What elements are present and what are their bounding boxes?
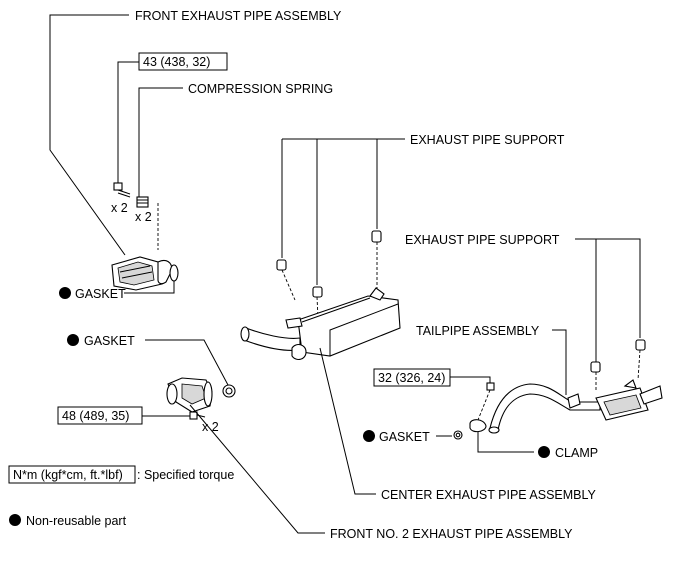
exhaust-support-tail-label: EXHAUST PIPE SUPPORT [405,233,560,247]
bolt-quantity: x 2 [111,201,128,215]
front-no2-exhaust-pipe-callout: FRONT NO. 2 EXHAUST PIPE ASSEMBLY [189,404,573,541]
gasket-tail-callout: GASKET [363,430,463,444]
legend: N*m (kgf*cm, ft.*lbf) : Specified torque… [8,465,234,528]
non-reusable-bullet-icon [538,446,550,458]
non-reusable-bullet-icon [9,514,21,526]
torque-front-value: 43 (438, 32) [143,55,210,69]
tailpipe-label: TAILPIPE ASSEMBLY [416,324,540,338]
gasket-front-label: GASKET [75,287,126,301]
exhaust-support-center-label: EXHAUST PIPE SUPPORT [410,133,565,147]
torque-legend-unit: N*m (kgf*cm, ft.*lbf) [13,468,123,482]
spring-quantity: x 2 [135,210,152,224]
tail-support-rubbers [590,339,646,390]
torque-tail-value: 32 (326, 24) [378,371,445,385]
tailpipe-callout: TAILPIPE ASSEMBLY [416,324,567,395]
torque-legend-desc: : Specified torque [137,468,234,482]
center-exhaust-pipe-part [240,287,401,361]
center-exhaust-pipe-callout: CENTER EXHAUST PIPE ASSEMBLY [319,347,597,502]
torque-no2: 48 (489, 35) x 2 [57,406,219,434]
compression-spring-label: COMPRESSION SPRING [188,82,333,96]
front-no2-exhaust-pipe-label: FRONT NO. 2 EXHAUST PIPE ASSEMBLY [330,527,573,541]
non-reusable-legend: Non-reusable part [26,514,127,528]
front-no2-exhaust-pipe-part [166,377,213,413]
clamp-label: CLAMP [555,446,598,460]
gasket-tail-label: GASKET [379,430,430,444]
compression-spring-part: x 2 [135,196,152,224]
torque-legend-box [8,465,136,484]
gasket-no2-label: GASKET [84,334,135,348]
center-exhaust-pipe-label: CENTER EXHAUST PIPE ASSEMBLY [381,488,597,502]
tailpipe-part [488,379,663,434]
front-bolt: x 2 [111,182,131,215]
center-support-rubbers [276,230,382,319]
front-exhaust-pipe-part [111,256,179,291]
front-exhaust-pipe-callout: FRONT EXHAUST PIPE ASSEMBLY [49,9,342,256]
non-reusable-bullet-icon [67,334,79,346]
non-reusable-bullet-icon [363,430,375,442]
torque-tail: 32 (326, 24) [373,368,495,421]
torque-front: 43 (438, 32) [117,52,228,183]
exhaust-support-tail-callout: EXHAUST PIPE SUPPORT [405,233,641,362]
torque-no2-value: 48 (489, 35) [62,409,129,423]
compression-spring-callout: COMPRESSION SPRING [138,82,333,197]
non-reusable-bullet-icon [59,287,71,299]
clamp-callout: CLAMP [469,419,598,460]
gasket-no2-callout: GASKET [67,334,236,398]
gasket-front-callout: GASKET [59,281,175,301]
front-exhaust-pipe-label: FRONT EXHAUST PIPE ASSEMBLY [135,9,342,23]
exhaust-support-center-callout: EXHAUST PIPE SUPPORT [281,133,565,285]
